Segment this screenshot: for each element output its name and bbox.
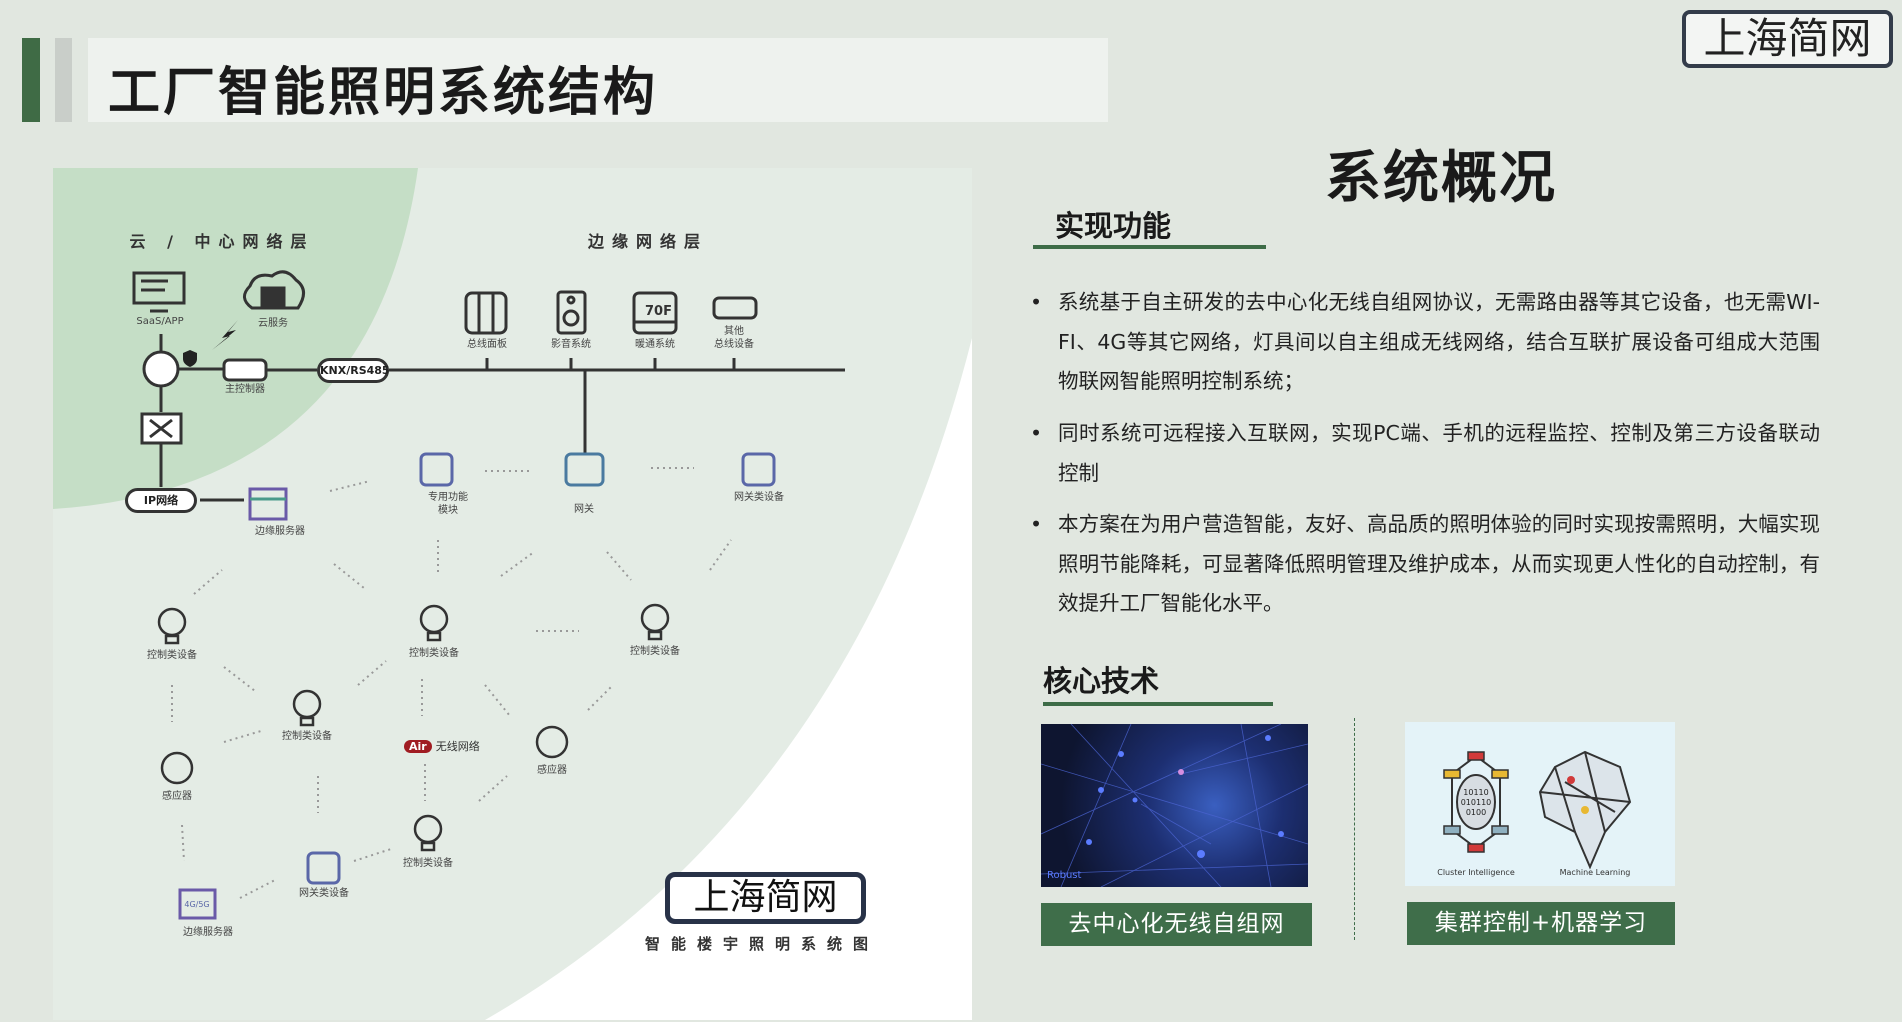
overview-title: 系统概况 bbox=[1325, 146, 1557, 211]
sensor-label: 感应器 bbox=[537, 765, 567, 776]
lightning-icon bbox=[212, 320, 238, 350]
gateway-device-label: 网关类设备 bbox=[734, 492, 784, 503]
other-bus-label: 其他总线设备 bbox=[714, 325, 754, 351]
air-badge: Air bbox=[404, 740, 432, 753]
accent-bar bbox=[22, 38, 40, 122]
diagram-caption: 智能楼宇照明系统图 bbox=[645, 935, 880, 953]
cluster-intelligence-caption: Cluster Intelligence bbox=[1437, 868, 1515, 877]
bulb-icon bbox=[157, 607, 187, 645]
speaker-icon bbox=[556, 290, 587, 335]
bullet-dot: • bbox=[1030, 421, 1043, 445]
bus-device-icon bbox=[712, 296, 758, 320]
decentralized-mesh-label: 去中心化无线自组网 bbox=[1041, 903, 1312, 946]
functions-heading: 实现功能 bbox=[1055, 209, 1172, 243]
edge-server-icon bbox=[248, 487, 288, 521]
module-line1: 专用功能 bbox=[428, 492, 468, 503]
control-device-label: 控制类设备 bbox=[403, 858, 453, 869]
mesh-network-graphic bbox=[1041, 724, 1308, 887]
bullet-dot: • bbox=[1030, 290, 1043, 314]
diagram-logo: 上海简网 bbox=[665, 872, 866, 924]
bullet-item: • 本方案在为用户营造智能，友好、高品质的照明体验的同时实现按需照明，大幅实现照明… bbox=[1030, 505, 1820, 624]
divider-dashed bbox=[1354, 718, 1355, 940]
bullet-text: 同时系统可远程接入互联网，实现PC端、手机的远程监控、控制及第三方设备联动控制 bbox=[1058, 421, 1820, 485]
bullet-dot: • bbox=[1030, 512, 1043, 536]
binary-line: 10110 bbox=[1463, 788, 1488, 797]
bus-pill: KNX/RS485 bbox=[317, 358, 390, 383]
hvac-label: 暖通系统 bbox=[635, 339, 675, 350]
bullet-item: • 同时系统可远程接入互联网，实现PC端、手机的远程监控、控制及第三方设备联动控制 bbox=[1030, 414, 1820, 493]
cloud-layer-title: 云 / 中心网络层 bbox=[129, 232, 315, 251]
bulb-icon bbox=[419, 604, 449, 642]
cluster-ml-image: 10110 010110 0100 Cluster Intelligence M… bbox=[1405, 722, 1675, 886]
sensor-icon bbox=[160, 751, 194, 785]
bulb-icon bbox=[413, 814, 443, 852]
cluster-ml-label: 集群控制+机器学习 bbox=[1407, 902, 1675, 945]
brand-logo: 上海简网 bbox=[1682, 10, 1893, 68]
heading-underline bbox=[1043, 702, 1273, 706]
av-system-label: 影音系统 bbox=[551, 339, 591, 350]
sensor-icon bbox=[535, 725, 569, 759]
robust-caption: Robust bbox=[1047, 870, 1082, 881]
bulb-icon bbox=[292, 689, 322, 727]
bus-panel-icon bbox=[464, 291, 508, 335]
edge-server-label: 边缘服务器 bbox=[183, 927, 233, 938]
hvac-temp-text: 70F bbox=[645, 304, 672, 319]
page-title: 工厂智能照明系统结构 bbox=[108, 63, 659, 123]
control-device-label: 控制类设备 bbox=[282, 731, 332, 742]
binary-line: 010110 bbox=[1461, 798, 1492, 807]
shield-icon bbox=[183, 350, 197, 367]
cloud-icon bbox=[243, 270, 305, 310]
mesh-network-image: Robust bbox=[1041, 724, 1308, 887]
edge-server-4g-icon bbox=[178, 888, 217, 920]
bullet-item: • 系统基于自主研发的去中心化无线自组网协议，无需路由器等其它设备，也无需WI-F… bbox=[1030, 283, 1820, 402]
bullet-text: 系统基于自主研发的去中心化无线自组网协议，无需路由器等其它设备，也无需WI-FI… bbox=[1058, 290, 1820, 393]
module-icon bbox=[419, 452, 454, 487]
ip-network-pill: IP网络 bbox=[125, 488, 197, 513]
gateway-device-label: 网关类设备 bbox=[299, 888, 349, 899]
cloud-service-label: 云服务 bbox=[258, 318, 288, 329]
monitor-icon bbox=[132, 271, 186, 313]
edge-layer-title: 边缘网络层 bbox=[587, 232, 709, 251]
heading-underline bbox=[1033, 245, 1266, 249]
cluster-ml-graphic: 10110 010110 0100 Cluster Intelligence M… bbox=[1437, 750, 1632, 877]
wireless-text: 无线网络 bbox=[435, 740, 480, 753]
other-label: 其他 bbox=[724, 326, 744, 337]
saas-label: SaaS/APP bbox=[136, 316, 184, 327]
module-line2: 模块 bbox=[438, 505, 458, 516]
gateway-label: 网关 bbox=[574, 504, 594, 515]
title-box bbox=[88, 38, 1108, 122]
router-icon bbox=[142, 350, 180, 388]
sensor-label: 感应器 bbox=[162, 791, 192, 802]
gateway-device-icon bbox=[741, 452, 776, 487]
control-device-label: 控制类设备 bbox=[409, 648, 459, 659]
binary-line: 0100 bbox=[1466, 808, 1486, 817]
gateway-icon bbox=[564, 452, 605, 487]
accent-bar-light bbox=[55, 38, 72, 122]
gateway-device-icon bbox=[306, 851, 341, 885]
bulb-icon bbox=[640, 603, 670, 641]
server-4g-text: 4G/5G bbox=[184, 900, 210, 909]
special-module-label: 专用功能模块 bbox=[428, 491, 468, 517]
wireless-links bbox=[171, 467, 732, 899]
main-controller-label: 主控制器 bbox=[225, 384, 265, 395]
machine-learning-caption: Machine Learning bbox=[1560, 868, 1631, 877]
main-controller-icon bbox=[222, 358, 268, 382]
control-device-label: 控制类设备 bbox=[630, 646, 680, 657]
bus-panel-label: 总线面板 bbox=[467, 339, 507, 350]
bus-device-label: 总线设备 bbox=[714, 339, 754, 350]
tech-heading: 核心技术 bbox=[1043, 664, 1160, 698]
edge-server-label: 边缘服务器 bbox=[255, 526, 305, 537]
control-device-label: 控制类设备 bbox=[147, 650, 197, 661]
thermostat-icon bbox=[632, 291, 678, 335]
bullet-text: 本方案在为用户营造智能，友好、高品质的照明体验的同时实现按需照明，大幅实现照明节… bbox=[1058, 512, 1820, 615]
